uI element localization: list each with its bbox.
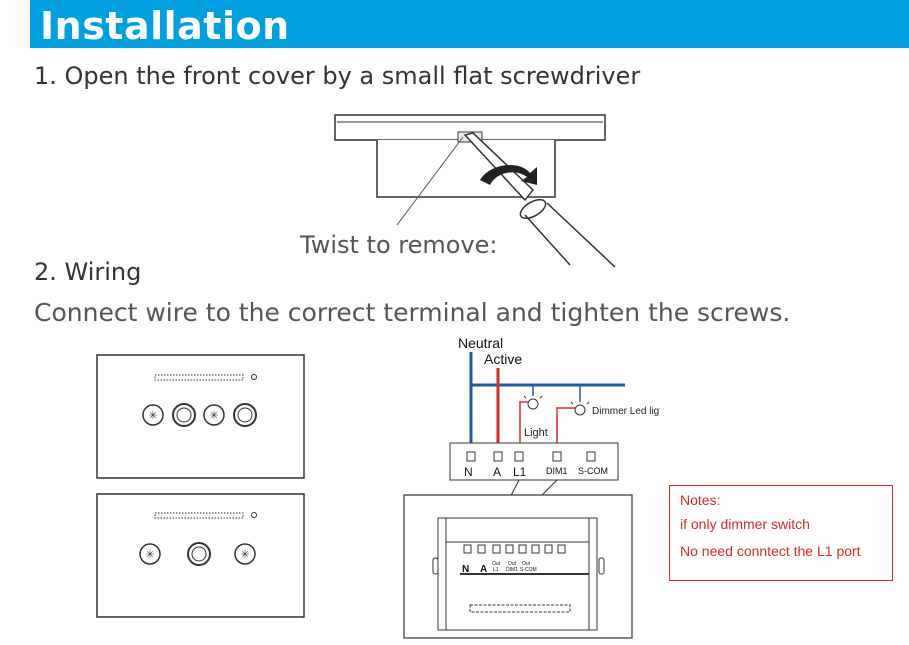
back-label-out-2: Out [508, 561, 517, 567]
step2-instruction: Connect wire to the correct terminal and… [34, 298, 791, 327]
back-label-out-3: Out [522, 561, 531, 567]
indicator-leds [154, 374, 257, 381]
terminal-n: N [464, 465, 473, 479]
page-title: Installation [40, 4, 290, 48]
switch-front-panel-3: ✳ ✳ [96, 493, 305, 618]
step1-text: 1. Open the front cover by a small flat … [34, 62, 641, 90]
back-label-a: A [480, 564, 487, 575]
svg-text:✳: ✳ [148, 410, 157, 422]
notes-line-1: if only dimmer switch [680, 516, 810, 532]
neutral-label: Neutral [458, 335, 503, 351]
svg-text:✳: ✳ [145, 549, 154, 561]
dim-down-button [142, 404, 164, 426]
light-bulb-icon [523, 395, 543, 410]
svg-text:✳: ✳ [209, 410, 218, 422]
screwdriver-illustration [334, 114, 616, 268]
terminal-l1: L1 [513, 465, 527, 479]
notes-box: Notes: if only dimmer switch No need con… [669, 485, 893, 581]
dimmer-led-bulb-icon [570, 401, 590, 416]
back-label-dim1: DIM1 [506, 567, 518, 573]
header-bar [0, 0, 909, 48]
header-left-margin [0, 0, 30, 48]
twist-arrow-icon [480, 164, 537, 185]
terminal-a: A [493, 465, 501, 479]
back-label-n: N [462, 564, 469, 575]
notes-title: Notes: [680, 492, 721, 508]
dim-up-button [203, 404, 225, 426]
pointer-line [396, 136, 464, 226]
light-label: Light [524, 427, 548, 439]
dim-down-button [139, 543, 161, 565]
terminal-dim1: DIM1 [546, 466, 568, 476]
twist-callout: Twist to remove: [300, 231, 498, 259]
on-off-button-2 [233, 403, 257, 427]
back-label-out-1: Out [492, 561, 501, 567]
on-off-button [172, 403, 196, 427]
back-label-scom: S-COM [520, 567, 537, 573]
on-off-button [187, 542, 211, 566]
terminal-scom: S-COM [578, 466, 608, 476]
switch-front-panel-4: ✳ ✳ [96, 354, 305, 479]
dim-up-button [234, 543, 256, 565]
back-label-l1: L1 [493, 567, 499, 573]
svg-text:✳: ✳ [240, 549, 249, 561]
dimmer-led-label: Dimmer Led ligth [592, 406, 660, 417]
active-label: Active [484, 351, 522, 367]
step2-title: 2. Wiring [34, 258, 142, 286]
wiring-diagram: Neutral Active Light Dimmer Led ligth N … [403, 335, 660, 639]
notes-line-2: No need conntect the L1 port [680, 543, 861, 559]
